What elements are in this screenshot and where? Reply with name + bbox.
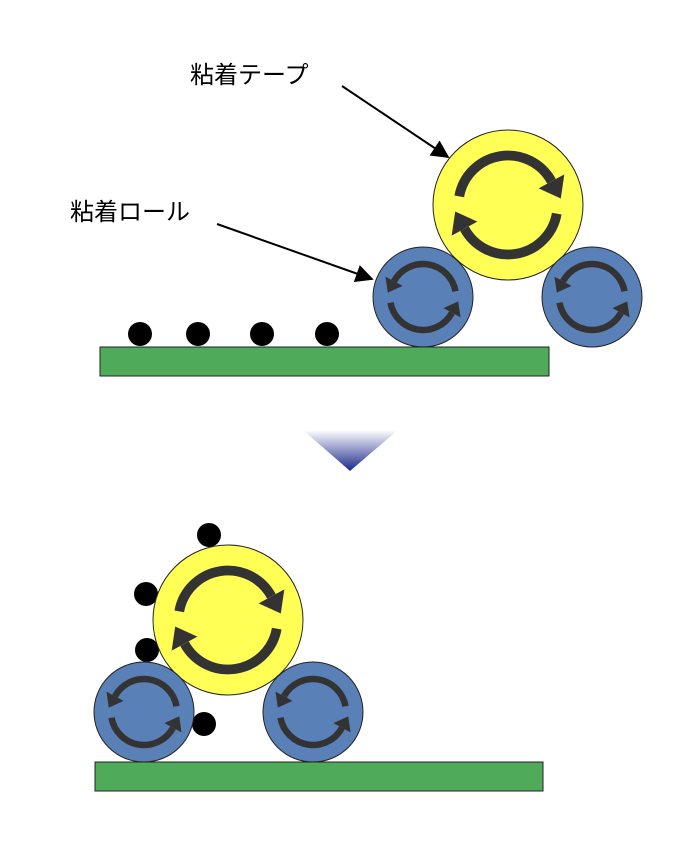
rotation-arrowhead: [275, 691, 293, 708]
counterclockwise-rotation-icon: [385, 260, 461, 334]
particle: [192, 712, 216, 736]
rotation-arrowhead: [451, 211, 478, 236]
rotation-arc: [391, 260, 459, 292]
rotation-arc: [180, 627, 282, 675]
counterclockwise-rotation-icon: [554, 260, 630, 334]
adhesive-roller-left: [372, 246, 474, 348]
adhesive-tape-roller: [152, 544, 304, 696]
rotation-arc: [112, 675, 180, 707]
rotation-arc: [277, 717, 345, 749]
rotation-arrowhead: [612, 301, 630, 318]
clockwise-rotation-icon: [171, 565, 285, 675]
rotation-arc: [460, 212, 562, 260]
rotation-arrowhead: [538, 174, 565, 199]
rotation-arrowhead: [333, 716, 351, 733]
rotation-arc: [454, 150, 556, 198]
clockwise-rotation-icon: [451, 150, 565, 260]
rotation-arc: [560, 260, 628, 292]
adhesive-roller-right: [262, 661, 364, 763]
rotation-arc: [108, 717, 176, 749]
label-adhesive-roll: 粘着ロール: [70, 198, 190, 226]
rotation-arrowhead: [258, 589, 285, 614]
step-down-arrow-icon: [303, 430, 398, 471]
particle: [250, 322, 274, 346]
particle: [135, 638, 159, 662]
particle: [134, 582, 158, 606]
pointer-arrow-adhesive-tape: [341, 85, 450, 159]
rotation-arrowhead: [554, 276, 572, 293]
counterclockwise-rotation-icon: [106, 675, 182, 749]
pointer-arrow-adhesive-roll: [216, 223, 374, 283]
particle: [197, 523, 221, 547]
rotation-arrowhead: [443, 301, 461, 318]
rotation-arc: [556, 302, 624, 334]
adhesive-roller-left: [93, 661, 195, 763]
rotation-arrowhead: [164, 716, 182, 733]
label-adhesive-tape: 粘着テープ: [190, 61, 309, 89]
rotation-arrowhead: [385, 276, 403, 293]
counterclockwise-rotation-icon: [275, 675, 351, 749]
rotation-arc: [281, 675, 349, 707]
adhesive-roller-right: [541, 246, 643, 348]
substrate: [99, 346, 550, 377]
rotation-arrowhead: [171, 626, 198, 651]
particle: [128, 322, 152, 346]
rotation-arrowhead: [106, 691, 124, 708]
particle: [186, 322, 210, 346]
adhesive-tape-roller: [432, 129, 584, 281]
rotation-arc: [387, 302, 455, 334]
substrate: [94, 761, 544, 792]
particle: [315, 322, 339, 346]
rotation-arc: [174, 565, 276, 613]
